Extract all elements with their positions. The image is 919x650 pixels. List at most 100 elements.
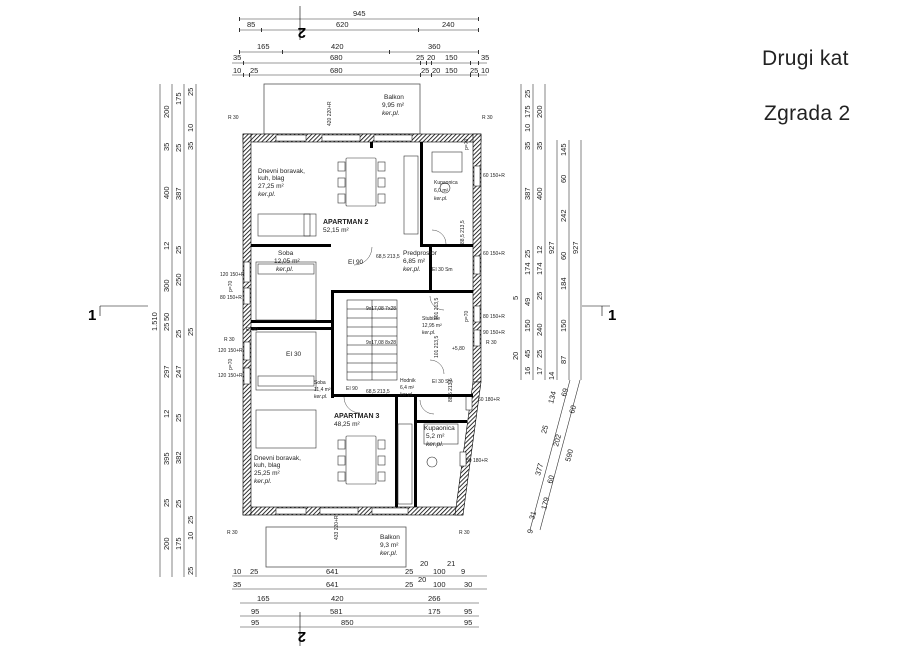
svg-text:20: 20 — [427, 53, 435, 62]
svg-text:35: 35 — [233, 53, 241, 62]
svg-text:377: 377 — [533, 462, 545, 476]
svg-text:17: 17 — [535, 367, 544, 375]
svg-text:kuh, blag: kuh, blag — [254, 462, 281, 469]
svg-text:6,0 m²: 6,0 m² — [434, 188, 449, 194]
svg-text:174: 174 — [523, 262, 532, 275]
svg-text:420: 420 — [331, 594, 344, 603]
svg-text:134: 134 — [546, 390, 558, 404]
svg-text:240: 240 — [535, 323, 544, 336]
svg-text:80 180+R: 80 180+R — [466, 458, 488, 464]
svg-text:45: 45 — [523, 350, 532, 358]
svg-text:21: 21 — [447, 559, 455, 568]
svg-text:927: 927 — [547, 241, 556, 254]
svg-text:kuh, blag: kuh, blag — [258, 175, 285, 182]
svg-text:6,85 m²: 6,85 m² — [403, 258, 426, 265]
svg-text:150: 150 — [445, 66, 458, 75]
svg-text:100: 100 — [433, 567, 446, 576]
svg-text:200: 200 — [535, 105, 544, 118]
svg-text:174: 174 — [535, 262, 544, 275]
svg-text:95: 95 — [464, 607, 472, 616]
svg-text:35: 35 — [186, 142, 195, 150]
svg-text:165: 165 — [257, 42, 270, 51]
svg-text:25: 25 — [535, 292, 544, 300]
svg-text:150: 150 — [445, 53, 458, 62]
svg-text:10: 10 — [523, 124, 532, 132]
svg-text:35: 35 — [162, 143, 171, 151]
svg-text:R 30: R 30 — [224, 337, 235, 343]
svg-text:Balkon: Balkon — [384, 94, 404, 101]
svg-text:100: 100 — [433, 580, 446, 589]
svg-text:382: 382 — [174, 451, 183, 464]
svg-text:11,4 m²: 11,4 m² — [314, 387, 331, 393]
top-dimension-lines — [232, 18, 487, 76]
svg-text:25: 25 — [421, 66, 429, 75]
left-dimension-lines — [159, 84, 197, 577]
svg-text:EI 90: EI 90 — [346, 386, 358, 392]
bed-top — [255, 261, 317, 321]
svg-text:Kupaonica: Kupaonica — [424, 425, 455, 432]
svg-text:90 150+R: 90 150+R — [483, 330, 505, 336]
svg-text:p=70: p=70 — [464, 139, 470, 150]
room-labels: Balkon 9,95 m² ker.pl. Dnevni boravak, k… — [254, 94, 458, 557]
svg-text:6,4 m²: 6,4 m² — [400, 385, 415, 391]
svg-text:945: 945 — [353, 9, 366, 18]
svg-text:9,3 m²: 9,3 m² — [380, 542, 399, 549]
svg-text:25: 25 — [470, 66, 478, 75]
svg-text:88,5 213,5: 88,5 213,5 — [460, 220, 466, 244]
svg-text:25: 25 — [405, 580, 413, 589]
svg-text:30: 30 — [464, 580, 472, 589]
svg-text:20: 20 — [432, 66, 440, 75]
svg-text:R 30: R 30 — [227, 530, 238, 536]
svg-text:5: 5 — [511, 296, 520, 300]
svg-text:35: 35 — [481, 53, 489, 62]
sofa-bottom — [255, 409, 317, 449]
svg-text:25: 25 — [186, 328, 195, 336]
svg-text:35: 35 — [535, 142, 544, 150]
svg-text:400: 400 — [535, 187, 544, 200]
dining-table-top — [345, 157, 377, 207]
svg-text:ker.pl.: ker.pl. — [403, 266, 421, 273]
svg-text:EI 90: EI 90 — [348, 259, 364, 266]
svg-text:25: 25 — [186, 516, 195, 524]
svg-text:20: 20 — [511, 352, 520, 360]
svg-text:25: 25 — [186, 567, 195, 575]
svg-text:680: 680 — [330, 53, 343, 62]
svg-text:80 150+R: 80 150+R — [220, 295, 242, 301]
svg-text:1: 1 — [608, 307, 616, 324]
svg-text:35: 35 — [523, 142, 532, 150]
svg-text:Kupaonica: Kupaonica — [434, 180, 458, 186]
section-mark-2-top: 2 — [298, 6, 306, 41]
svg-text:87: 87 — [559, 356, 568, 364]
top-dimension-text: 945 85 620 240 165 420 360 35 680 25 20 … — [233, 9, 489, 75]
svg-text:88,5 213,5: 88,5 213,5 — [448, 378, 454, 402]
svg-text:12: 12 — [162, 242, 171, 250]
svg-text:95: 95 — [251, 618, 259, 627]
dining-table-bottom — [345, 435, 377, 485]
svg-text:85: 85 — [247, 20, 255, 29]
svg-text:1: 1 — [88, 307, 96, 324]
section-mark-2-bottom: 2 — [298, 612, 306, 646]
svg-text:25: 25 — [539, 424, 550, 434]
svg-text:10: 10 — [233, 567, 241, 576]
svg-text:25: 25 — [162, 499, 171, 507]
kitchen-bottom — [397, 423, 413, 505]
svg-text:68,5 213,5: 68,5 213,5 — [366, 389, 390, 395]
svg-text:31: 31 — [527, 510, 538, 520]
svg-text:EI 30 Sm: EI 30 Sm — [432, 379, 453, 385]
svg-text:1.510: 1.510 — [150, 312, 159, 331]
svg-text:2: 2 — [298, 628, 306, 645]
svg-text:ker.pl.: ker.pl. — [254, 478, 272, 485]
svg-text:ker.pl.: ker.pl. — [422, 330, 435, 336]
svg-text:2: 2 — [298, 24, 306, 41]
svg-text:175: 175 — [523, 105, 532, 118]
svg-text:590: 590 — [563, 448, 575, 462]
section-mark-1-left: 1 — [88, 305, 148, 324]
right-dimension-text: 25 10 35 25 5 20 16 17 175 387 12 174 49… — [511, 90, 580, 535]
svg-text:EI 30: EI 30 — [286, 351, 302, 358]
windows — [243, 134, 481, 515]
svg-text:250: 250 — [174, 273, 183, 286]
sofa-top — [257, 213, 311, 237]
section-mark-1-right: 1 — [582, 305, 616, 324]
svg-text:Balkon: Balkon — [380, 534, 400, 541]
